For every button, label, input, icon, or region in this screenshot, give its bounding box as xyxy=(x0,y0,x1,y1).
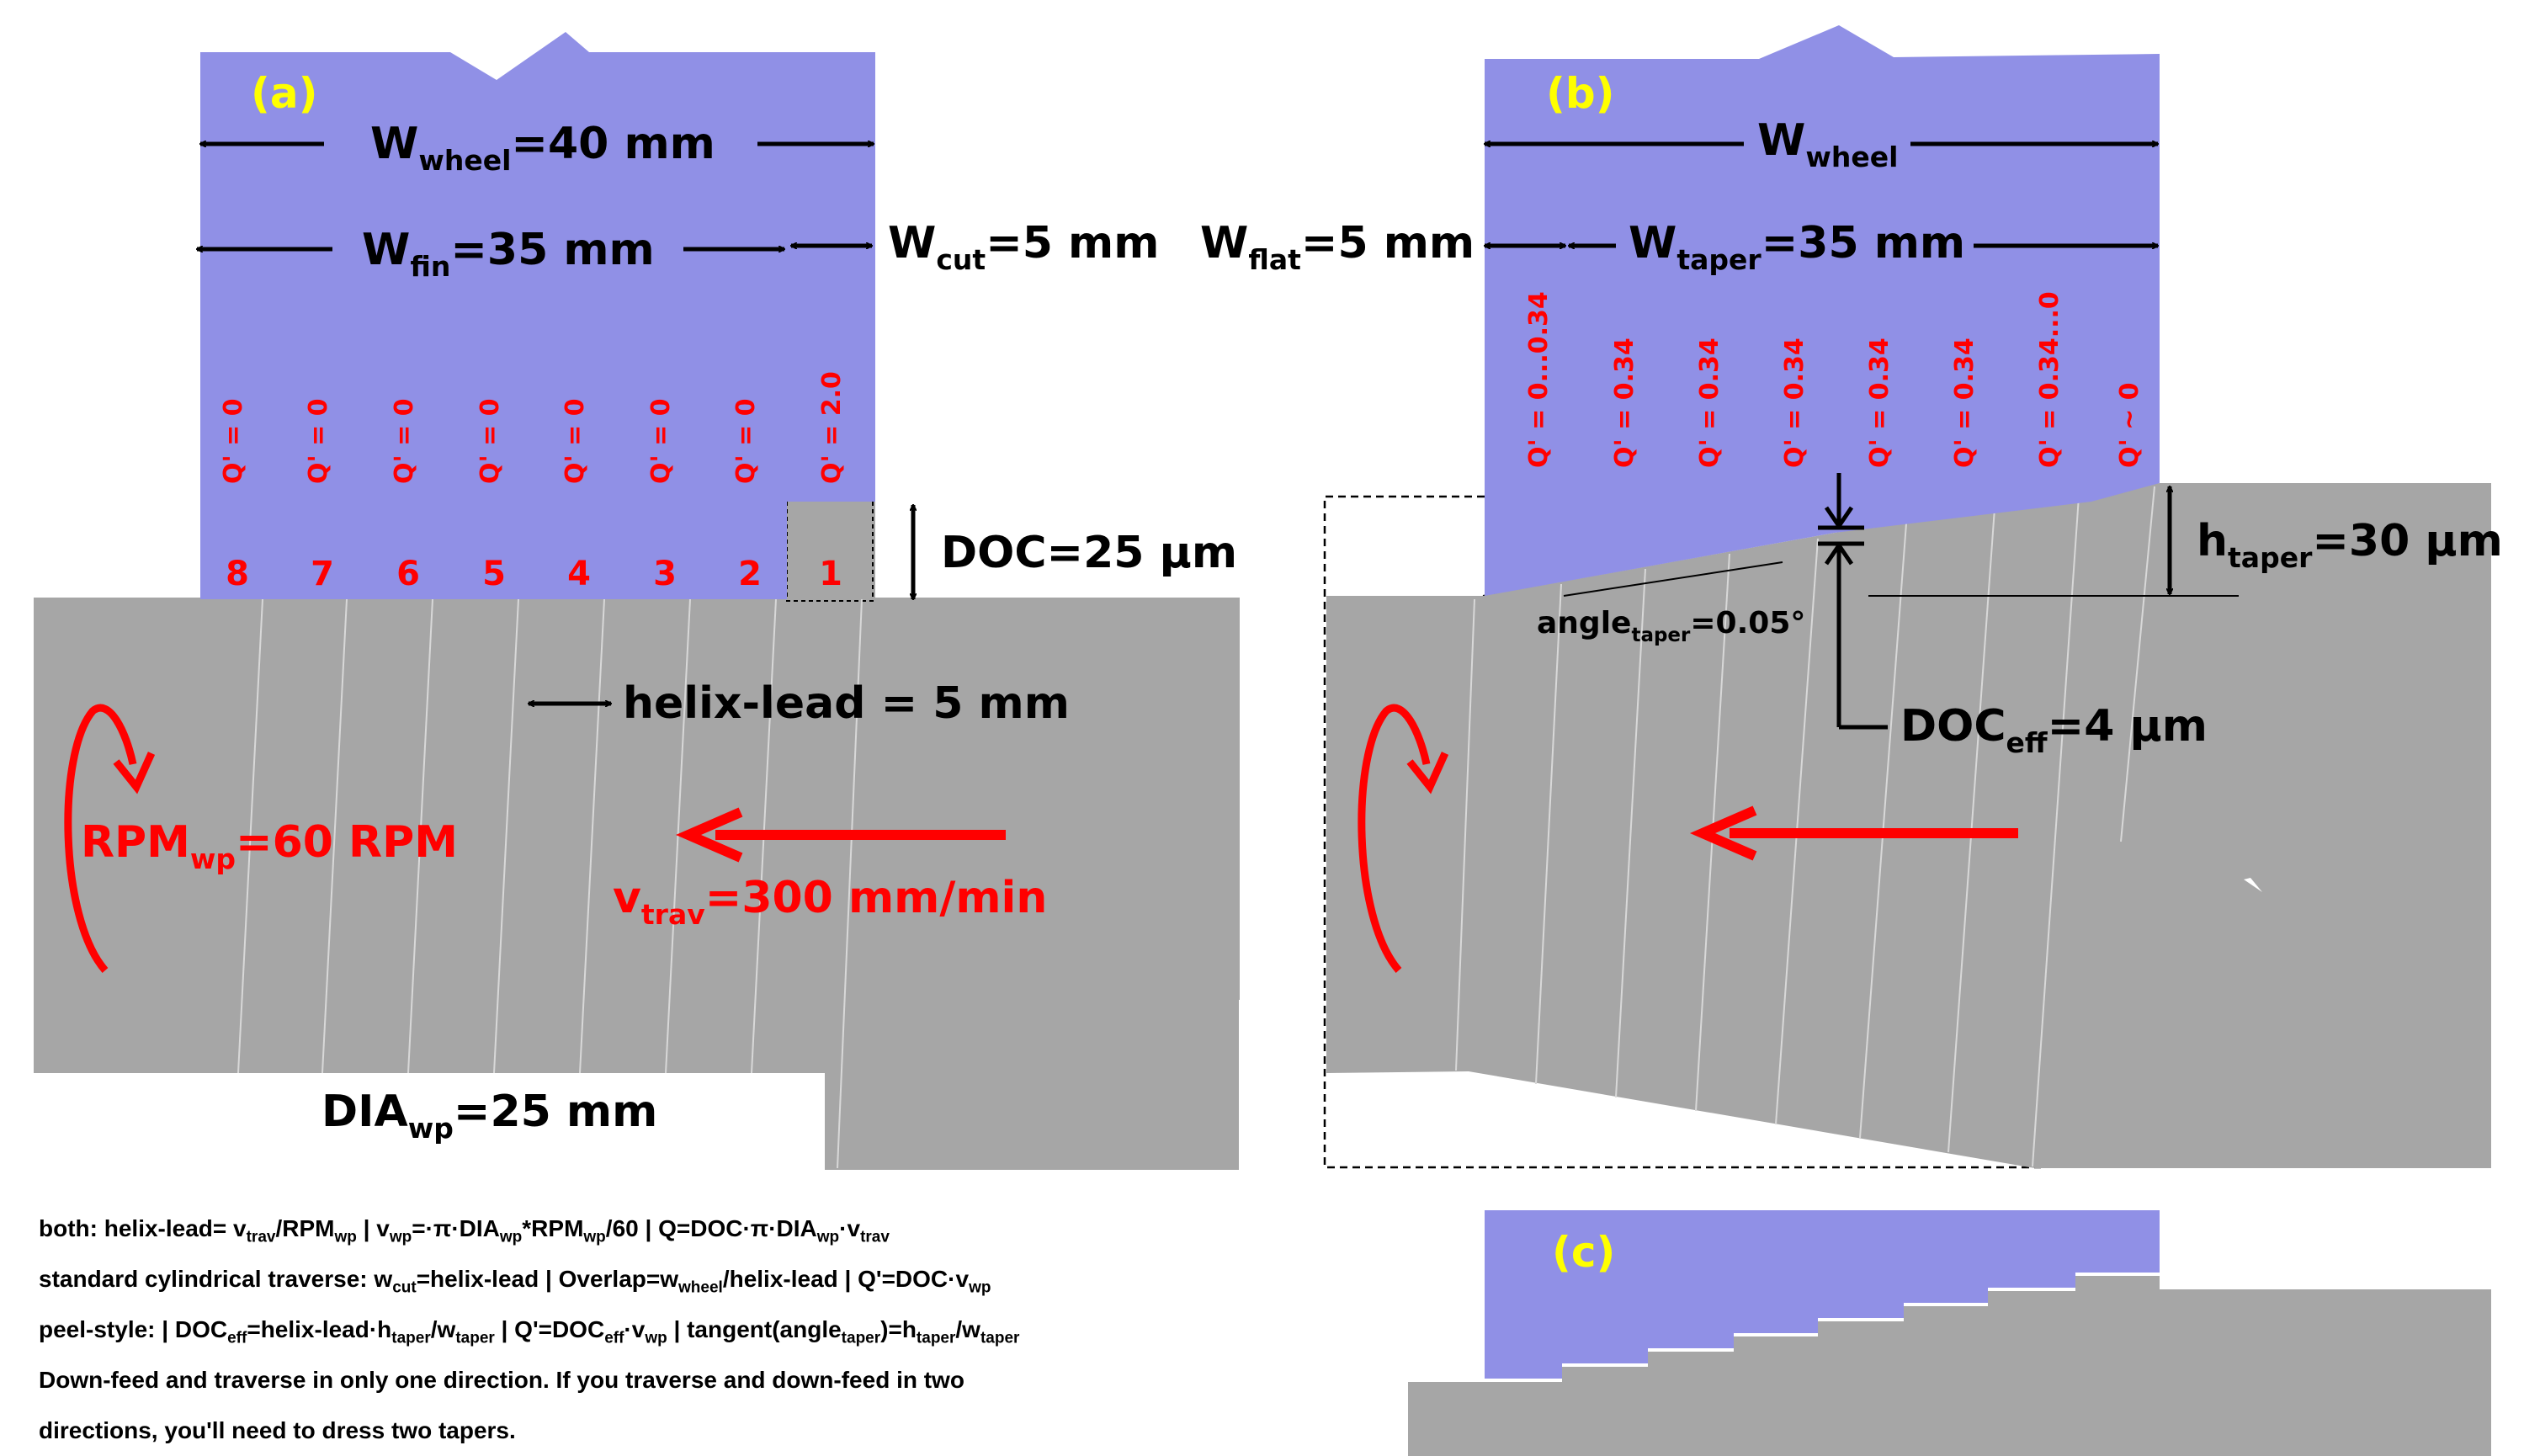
panel-b-label: (b) xyxy=(1546,69,1615,118)
w-wheel-label-b: Wwheel xyxy=(1757,115,1898,173)
note-line-2: standard cylindrical traverse: wcut=heli… xyxy=(39,1266,991,1297)
q-label-a-4: Q' = 0 xyxy=(561,398,590,484)
q-label-b-6: Q' = 0.34 xyxy=(1695,337,1724,468)
rotation-arrow-icon-a xyxy=(64,704,156,973)
grinding-wheel-a xyxy=(200,32,875,599)
doc-eff-indicator xyxy=(1818,473,1888,730)
doc-eff-label: DOCeff=4 µm xyxy=(1900,701,2208,759)
q-labels-a: Q' = 0 Q' = 0 Q' = 0 Q' = 0 Q' = 0 Q' = … xyxy=(219,371,847,484)
rotation-arrow-icon-b xyxy=(1358,704,1449,973)
grinding-wheel-c xyxy=(1485,1210,2160,1379)
q-label-b-7: Q' = 0.34 xyxy=(1610,337,1639,468)
w-flat-label: Wflat=5 mm xyxy=(1200,218,1475,276)
vtrav-label: vtrav=300 mm/min xyxy=(613,873,1047,931)
region-number-8: 8 xyxy=(226,555,249,593)
q-label-a-6: Q' = 0 xyxy=(390,398,419,484)
w-fin-label: Wfin=35 mm xyxy=(362,225,655,283)
region-number-1: 1 xyxy=(819,555,842,593)
dia-label: DIAwp=25 mm xyxy=(321,1087,657,1145)
doc-label: DOC=25 µm xyxy=(941,528,1237,578)
region-number-6: 6 xyxy=(396,555,420,593)
panel-b: (b) Wwheel Wflat=5 mm Wtaper=35 mm Q' = … xyxy=(1200,25,2503,1169)
region-number-3: 3 xyxy=(653,555,677,593)
traverse-arrow-icon-a xyxy=(675,807,1006,863)
formula-notes: both: helix-lead= vtrav/RPMwp | vwp=·π·D… xyxy=(39,1204,1301,1456)
q-label-a-8: Q' = 0 xyxy=(219,398,248,484)
region-number-2: 2 xyxy=(738,555,762,593)
rpm-label: RPMwp=60 RPM xyxy=(81,817,458,875)
workpiece-c xyxy=(1408,1276,2491,1456)
helix-lines-b xyxy=(1455,486,2155,1167)
q-label-b-4: Q' = 0.34 xyxy=(1865,337,1894,468)
note-line-4: Down-feed and traverse in only one direc… xyxy=(39,1367,964,1393)
q-label-b-2: Q' = 0.34...0 xyxy=(2035,291,2064,468)
q-label-a-2: Q' = 0 xyxy=(731,398,761,484)
note-line-3: peel-style: | DOCeff=helix-lead·htaper/w… xyxy=(39,1316,1020,1347)
angle-line xyxy=(1563,561,1783,597)
note-line-5: directions, you'll need to dress two tap… xyxy=(39,1417,516,1443)
cut-region-1 xyxy=(787,502,875,599)
q-label-a-7: Q' = 0 xyxy=(304,398,333,484)
grinding-wheel-b xyxy=(1485,25,2160,596)
q-label-a-5: Q' = 0 xyxy=(476,398,505,484)
notch-mark xyxy=(2244,878,2262,892)
q-label-b-1: Q' ~ 0 xyxy=(2115,382,2144,468)
workpiece-b xyxy=(1326,483,2491,1168)
workpiece-a xyxy=(34,598,1240,1170)
traverse-arrow-icon-b xyxy=(1689,805,2018,861)
helix-lines-a xyxy=(237,598,863,1169)
envelope-outline-b xyxy=(1323,495,2041,1169)
q-label-b-3: Q' = 0.34 xyxy=(1950,337,1979,468)
panel-c-label: (c) xyxy=(1552,1228,1615,1277)
helix-lead-label: helix-lead = 5 mm xyxy=(623,678,1070,729)
w-taper-label: Wtaper=35 mm xyxy=(1629,218,1965,276)
region-number-4: 4 xyxy=(567,555,591,593)
panel-a-label: (a) xyxy=(251,69,317,118)
q-label-a-1: Q' = 2.0 xyxy=(817,371,847,484)
region-number-5: 5 xyxy=(482,555,506,593)
panel-a: (a) Wwheel=40 mm Wfin=35 mm Wcut=5 mm Q'… xyxy=(34,32,1240,1170)
q-label-b-8: Q' = 0...0.34 xyxy=(1524,291,1554,468)
q-label-a-3: Q' = 0 xyxy=(646,398,676,484)
angle-label: angletaper=0.05° xyxy=(1537,606,1805,646)
w-cut-label: Wcut=5 mm xyxy=(888,218,1159,276)
region-number-7: 7 xyxy=(311,555,334,593)
w-wheel-label-a: Wwheel=40 mm xyxy=(370,119,715,177)
panel-c: (c) xyxy=(1408,1210,2491,1456)
note-line-1: both: helix-lead= vtrav/RPMwp | vwp=·π·D… xyxy=(39,1215,890,1246)
h-taper-label: htaper=30 µm xyxy=(2197,516,2503,574)
q-labels-b: Q' = 0...0.34 Q' = 0.34 Q' = 0.34 Q' = 0… xyxy=(1524,291,2144,468)
region-numbers-a: 8 7 6 5 4 3 2 1 xyxy=(226,555,842,593)
q-label-b-5: Q' = 0.34 xyxy=(1780,337,1809,468)
